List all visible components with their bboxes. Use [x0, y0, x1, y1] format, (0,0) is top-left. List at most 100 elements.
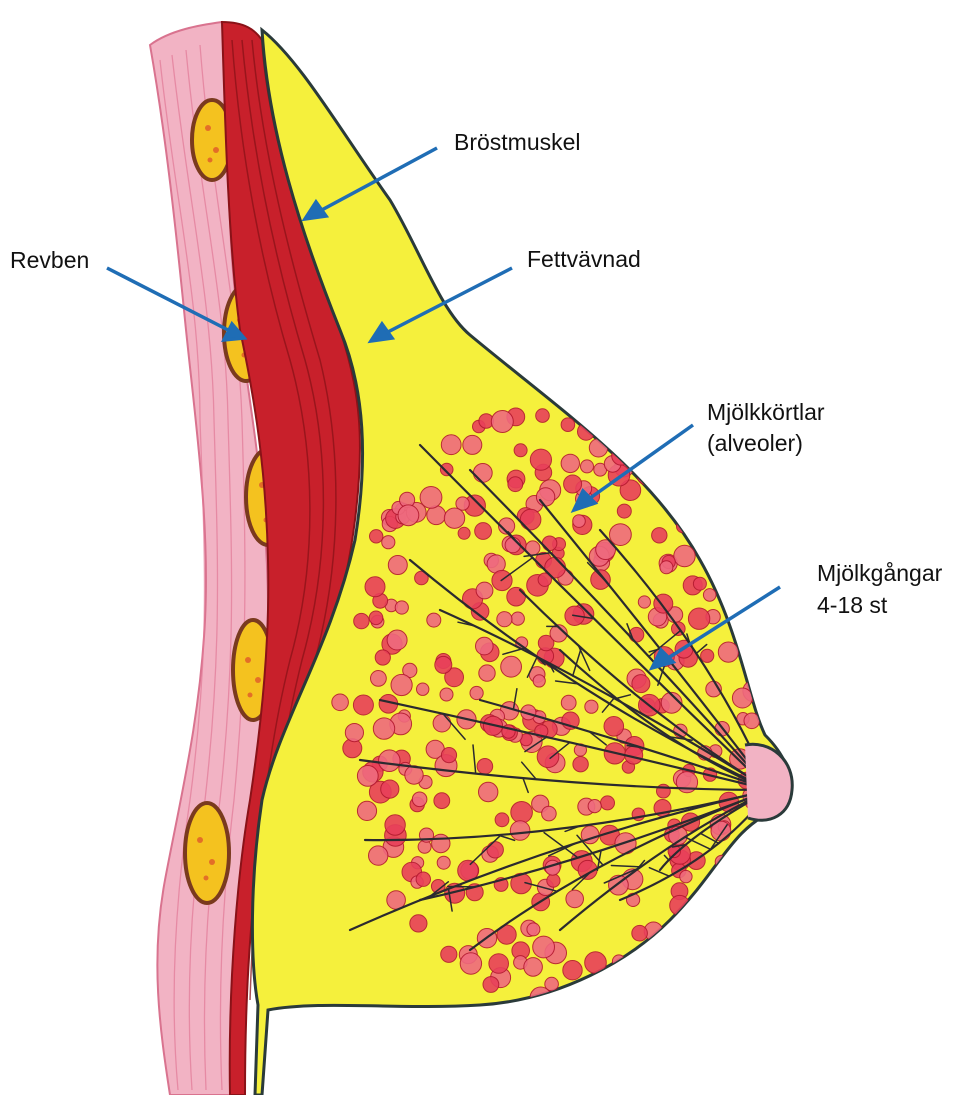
alveolus [678, 499, 699, 520]
alveolus [732, 688, 752, 708]
alveolus [693, 577, 706, 590]
alveolus [433, 714, 451, 732]
alveolus [507, 587, 526, 606]
alveolus [604, 717, 624, 737]
alveolus [545, 977, 559, 991]
alveolus [491, 411, 513, 433]
alveolus [660, 955, 673, 968]
alveolus [487, 842, 503, 858]
alveolus [622, 412, 643, 433]
alveolus [520, 509, 541, 530]
label-brostmuskel: Bröstmuskel [454, 126, 581, 158]
alveolus [536, 488, 554, 506]
alveolus [475, 523, 492, 540]
alveolus [495, 813, 509, 827]
alveolus [398, 505, 419, 526]
alveolus [703, 589, 716, 602]
alveolus [473, 464, 492, 483]
alveolus [385, 815, 405, 835]
alveolus [598, 981, 617, 1000]
alveolus [476, 582, 493, 599]
alveolus [705, 550, 722, 567]
alveolus [563, 961, 582, 980]
alveolus [373, 718, 394, 739]
alveolus [369, 611, 383, 625]
alveolus [371, 671, 387, 687]
alveolus [444, 508, 464, 528]
alveolus [723, 540, 738, 555]
alveolus [435, 656, 452, 673]
alveolus [388, 556, 407, 575]
alveolus [601, 796, 615, 810]
alveolus [510, 821, 530, 841]
alveolus [660, 561, 673, 574]
alveolus [332, 694, 349, 711]
alveolus [611, 403, 628, 420]
alveolus [711, 518, 732, 539]
alveolus [533, 936, 555, 958]
alveolus [412, 792, 427, 807]
alveolus [536, 409, 550, 423]
alveolus [514, 444, 527, 457]
alveolus [542, 536, 557, 551]
alveolus [489, 954, 509, 974]
alveolus [629, 412, 642, 425]
alveolus [427, 613, 441, 627]
alveolus [527, 923, 540, 936]
alveolus [566, 890, 584, 908]
alveolus [416, 872, 430, 886]
alveolus [637, 465, 657, 485]
alveolus [460, 953, 481, 974]
alveolus [578, 423, 595, 440]
alveolus [387, 630, 407, 650]
alveolus [410, 915, 427, 932]
alveolus [561, 418, 575, 432]
alveolus [379, 750, 401, 772]
alveolus [537, 746, 559, 768]
alveolus [381, 780, 399, 798]
alveolus [573, 515, 586, 528]
alveolus [395, 601, 408, 614]
alveolus [704, 481, 717, 494]
alveolus [533, 675, 545, 687]
alveolus [681, 509, 696, 524]
alveolus [738, 550, 756, 568]
label-fettvavnad: Fettvävnad [527, 243, 641, 275]
alveolus [479, 782, 498, 801]
alveolus [440, 688, 453, 701]
alveolus [581, 405, 595, 419]
label-mjolkgangar: Mjölkgångar [817, 557, 942, 589]
alveolus [580, 981, 595, 996]
label-mjolkkortlar: Mjölkkörtlar [707, 396, 825, 428]
alveolus [501, 656, 522, 677]
alveolus [477, 759, 493, 775]
alveolus [564, 475, 582, 493]
alveolus [470, 686, 483, 699]
alveolus [680, 870, 692, 882]
alveolus [699, 896, 715, 912]
alveolus [670, 895, 690, 915]
label-mjolkgangar-count: 4-18 st [817, 589, 887, 621]
alveolus [530, 449, 551, 470]
alveolus [505, 537, 520, 552]
alveolus [714, 884, 727, 897]
alveolus [588, 800, 601, 813]
alveolus [511, 612, 524, 625]
alveolus [382, 536, 395, 549]
alveolus [441, 748, 456, 763]
alveolus [687, 460, 700, 473]
alveolus [357, 766, 378, 787]
alveolus [353, 695, 373, 715]
alveolus [591, 570, 611, 590]
alveolus [441, 435, 461, 455]
alveolus [437, 856, 450, 869]
alveolus [463, 435, 482, 454]
nipple [745, 744, 792, 820]
alveolus [718, 642, 738, 662]
alveolus [391, 674, 412, 695]
alveolus [688, 608, 709, 629]
alveolus [701, 649, 714, 662]
alveolus [369, 846, 388, 865]
